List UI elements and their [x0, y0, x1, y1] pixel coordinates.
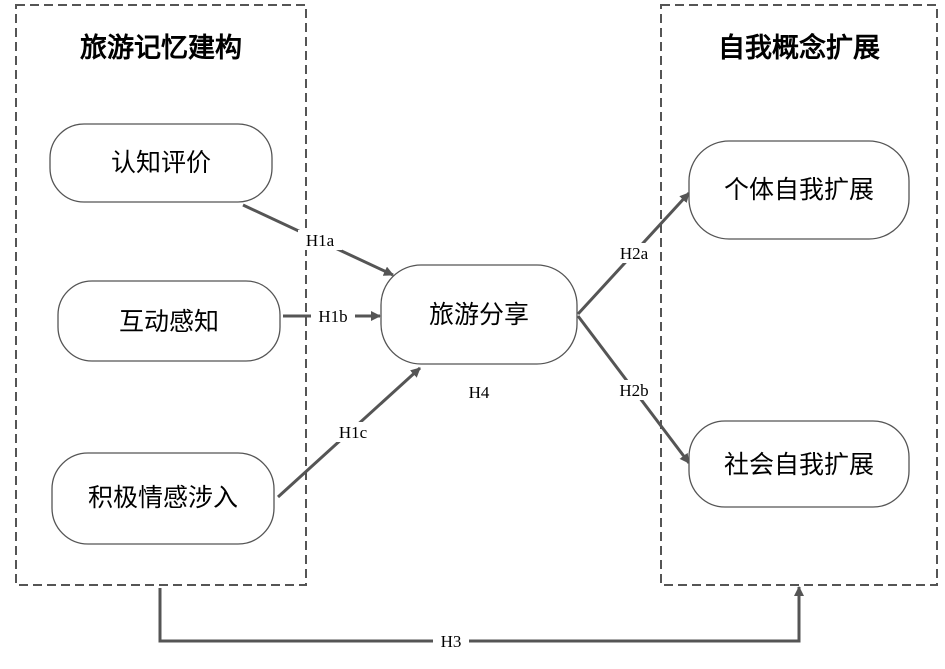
node-emotion-box — [51, 452, 275, 545]
hypothesis-label-h2a: H2a — [620, 244, 649, 263]
memory-construction-group — [15, 4, 307, 586]
hypothesis-label-h1a: H1a — [306, 231, 335, 250]
node-sharing-label: 旅游分享 — [429, 300, 529, 329]
node-interaction-box — [57, 280, 281, 362]
node-individual-box — [688, 140, 910, 240]
node-cognitive-label: 认知评价 — [111, 148, 211, 177]
node-social-box — [688, 420, 910, 508]
label-bg-h1b — [311, 306, 355, 326]
hypothesis-label-h1b: H1b — [318, 307, 347, 326]
node-interaction-label: 互动感知 — [119, 307, 219, 336]
node-individual-label: 个体自我扩展 — [724, 175, 874, 204]
memory-construction-title: 旅游记忆建构 — [80, 32, 242, 64]
edge-h3 — [158, 586, 804, 643]
self-expansion-group — [660, 4, 938, 586]
self-expansion-title: 自我概念扩展 — [718, 32, 880, 64]
label-bg-h3 — [433, 631, 469, 651]
node-sharing-box — [380, 264, 578, 365]
node-cognitive-box — [49, 123, 273, 203]
hypothesis-label-h1c: H1c — [339, 423, 368, 442]
node-social-label: 社会自我扩展 — [724, 450, 874, 479]
hypothesis-label-h3: H3 — [441, 632, 462, 651]
hypothesis-label-h2b: H2b — [619, 381, 648, 400]
label-bg-h1c — [331, 422, 375, 442]
label-bg-h2a — [612, 243, 656, 263]
label-bg-h2b — [612, 380, 656, 400]
label-bg-h1a — [298, 230, 342, 250]
node-emotion-label: 积极情感涉入 — [88, 483, 238, 512]
hypothesis-label-h4: H4 — [469, 383, 490, 402]
